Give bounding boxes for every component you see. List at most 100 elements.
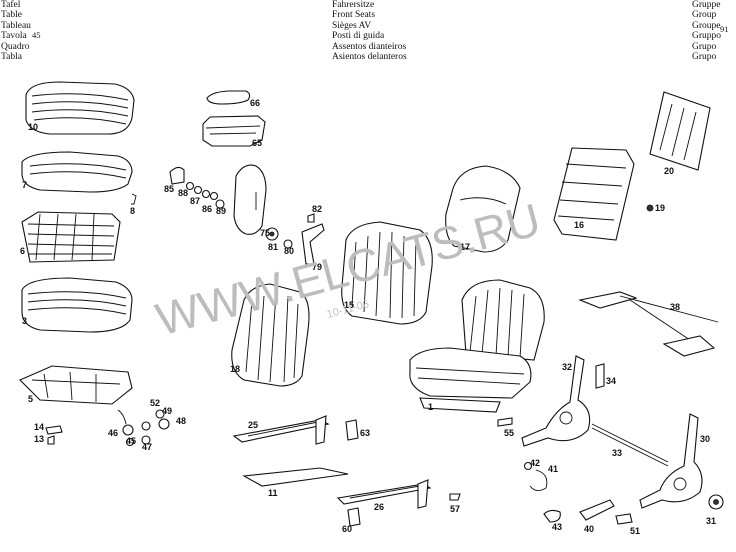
part-55-clip[interactable]: [497, 417, 513, 427]
part-7-cushion-top[interactable]: [21, 151, 133, 193]
title-de: Fahrersitze: [332, 0, 375, 10]
part-31-hub[interactable]: [708, 494, 724, 510]
table-header-column: Tafel Table Tableau Tavola Quadro Tabla: [1, 0, 31, 62]
label-part-11: 11: [268, 488, 278, 498]
part-66-pad[interactable]: [206, 90, 251, 105]
label-part-52: 52: [150, 398, 160, 408]
part-17-backrest-shell[interactable]: [445, 165, 521, 253]
label-part-26: 26: [374, 502, 384, 512]
label-part-47: 47: [142, 442, 152, 452]
label-part-20: 20: [664, 166, 674, 176]
title-it: Posti di guida: [332, 31, 385, 42]
title-es: Asientos delanteros: [332, 51, 407, 62]
group-label-es: Grupo: [692, 51, 717, 62]
label-part-30: 30: [700, 434, 710, 444]
part-63-bracket[interactable]: [345, 419, 359, 441]
part-43-cap[interactable]: [543, 509, 561, 523]
label-part-42: 42: [530, 458, 540, 468]
label-part-63: 63: [360, 428, 370, 438]
group-label-fr: Groupe: [692, 20, 721, 31]
label-part-19: 19: [655, 203, 665, 213]
hardware-group-85-89[interactable]: [169, 166, 225, 209]
label-part-65: 65: [252, 138, 262, 148]
part-60-block[interactable]: [347, 507, 361, 527]
part-16-backrest-frame[interactable]: [553, 147, 635, 241]
label-part-49: 49: [162, 406, 172, 416]
label-part-79: 79: [312, 262, 322, 272]
label-part-85: 85: [164, 184, 174, 194]
part-51-cover[interactable]: [615, 513, 633, 525]
part-30-recliner-plate[interactable]: [639, 413, 703, 509]
part-40-handle[interactable]: [579, 499, 615, 521]
part-80-washer[interactable]: [283, 239, 293, 249]
label-part-16: 16: [574, 220, 584, 230]
label-part-89: 89: [216, 206, 226, 216]
part-3-seat-cushion[interactable]: [21, 277, 133, 333]
label-part-3: 3: [22, 316, 27, 326]
label-part-17: 17: [460, 242, 470, 252]
label-part-41: 41: [548, 464, 558, 474]
label-part-43: 43: [552, 522, 562, 532]
label-part-1: 1: [428, 402, 433, 412]
part-6-spring-frame[interactable]: [21, 211, 121, 263]
label-part-80: 80: [284, 246, 294, 256]
part-25-slide-rail[interactable]: [232, 415, 330, 445]
part-82-bolt[interactable]: [307, 213, 315, 223]
part-34-lever[interactable]: [595, 363, 605, 389]
part-75-side-cover[interactable]: [233, 164, 267, 235]
part-19-clip[interactable]: [646, 204, 654, 212]
part-5-seat-pan[interactable]: [19, 365, 133, 405]
group-label-en: Group: [692, 10, 717, 21]
part-14-bracket[interactable]: [45, 425, 63, 435]
part-33-rod[interactable]: [591, 423, 669, 467]
label-part-60: 60: [342, 524, 352, 534]
label-part-34: 34: [606, 376, 616, 386]
group-label-it: Gruppo: [692, 31, 722, 42]
part-32-recliner-plate[interactable]: [521, 355, 591, 447]
title-en: Front Seats: [332, 10, 376, 21]
table-label-it: Tavola: [1, 31, 27, 42]
label-part-33: 33: [612, 448, 622, 458]
label-part-82: 82: [312, 204, 322, 214]
part-13-screw[interactable]: [47, 435, 55, 445]
part-42-nut[interactable]: [523, 461, 533, 471]
hardware-group-45-52[interactable]: [117, 409, 170, 447]
label-part-6: 6: [20, 246, 25, 256]
label-part-88: 88: [178, 188, 188, 198]
label-part-5: 5: [28, 394, 33, 404]
title-column: Fahrersitze Front Seats Sièges AV Posti …: [332, 0, 407, 62]
label-part-45: 45: [126, 436, 136, 446]
label-part-18: 18: [230, 364, 240, 374]
label-part-48: 48: [176, 416, 186, 426]
label-part-81: 81: [268, 242, 278, 252]
label-part-55: 55: [504, 428, 514, 438]
part-20-back-panel[interactable]: [649, 91, 711, 171]
part-81-knob[interactable]: [265, 227, 279, 241]
part-1-complete-seat[interactable]: [409, 279, 545, 413]
part-18-backrest-cover[interactable]: [231, 283, 310, 387]
table-label-fr: Tableau: [1, 20, 31, 31]
part-8-clip[interactable]: [131, 193, 137, 205]
part-26-slide-rail[interactable]: [336, 479, 432, 509]
part-65-pad-frame[interactable]: [202, 115, 266, 147]
label-part-13: 13: [34, 434, 44, 444]
part-15-backrest[interactable]: [341, 221, 433, 325]
part-10-cushion-cover[interactable]: [25, 81, 135, 135]
title-fr: Sièges AV: [332, 20, 372, 31]
label-part-40: 40: [584, 524, 594, 534]
part-11-bar[interactable]: [242, 467, 349, 487]
part-79-bracket[interactable]: [301, 223, 325, 265]
part-41-cable[interactable]: [529, 469, 548, 491]
table-label-pt: Quadro: [1, 41, 30, 52]
title-pt: Assentos dianteiros: [332, 41, 407, 52]
part-38-adjuster-mechanism[interactable]: [578, 291, 719, 357]
group-label-pt: Grupo: [692, 41, 717, 52]
label-part-75: 75: [260, 228, 270, 238]
label-part-87: 87: [190, 196, 200, 206]
part-57-clip[interactable]: [449, 493, 461, 501]
table-label-es: Tabla: [1, 51, 22, 62]
table-label-de: Tafel: [1, 0, 21, 10]
label-part-38: 38: [670, 302, 680, 312]
label-part-51: 51: [630, 526, 640, 536]
